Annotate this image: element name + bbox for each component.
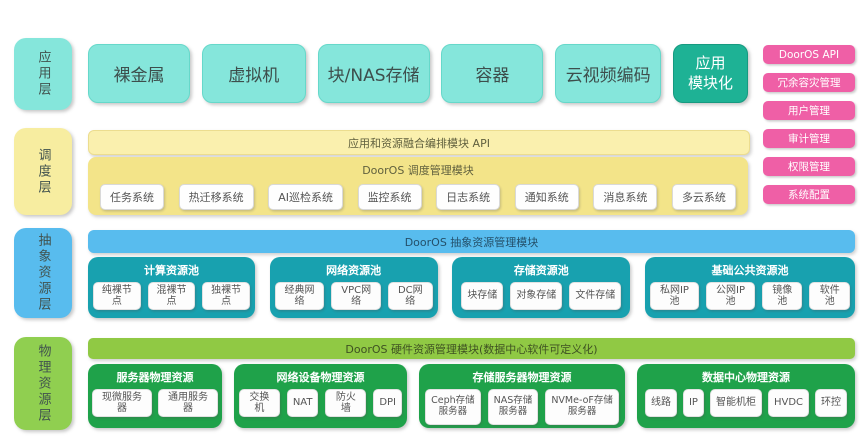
layer-label-abstract-resource: 抽象资源层 bbox=[14, 228, 72, 318]
pool-chip-nvmeof-storage-server: NVMe-oF存储 服务器 bbox=[545, 389, 619, 425]
pool-datacenter-physical-title: 数据中心物理资源 bbox=[702, 371, 790, 384]
pool-chip-public-ip-pool: 公网IP池 bbox=[705, 282, 755, 310]
system-chip-log: 日志系统 bbox=[436, 184, 501, 210]
system-chip-task: 任务系统 bbox=[100, 184, 164, 210]
mgmt-item-permission-management: 权限管理 bbox=[763, 157, 855, 176]
pool-server-physical-title: 服务器物理资源 bbox=[116, 371, 194, 384]
scheduling-module-title: DoorOS 调度管理模块 bbox=[362, 164, 474, 177]
pool-basic-public: 基础公共资源池 私网IP池 公网IP池 镜像池 软件池 bbox=[644, 257, 855, 318]
pool-chip-mixed-bare-node: 混裸节点 bbox=[147, 282, 196, 310]
layer-label-scheduling-text: 调度层 bbox=[35, 147, 51, 196]
pool-server-physical: 服务器物理资源 现微服务器 通用服务器 bbox=[88, 364, 222, 428]
layer-label-physical-resource-text: 物理资源层 bbox=[35, 343, 51, 424]
mgmt-item-redundancy-dr: 冗余容灾管理 bbox=[763, 73, 855, 92]
app-box-bare-metal: 裸金属 bbox=[88, 44, 190, 103]
system-chip-hot-migration: 热迁移系统 bbox=[178, 184, 254, 210]
scheduling-module: DoorOS 调度管理模块 任务系统 热迁移系统 AI巡检系统 监控系统 日志系… bbox=[88, 157, 748, 215]
layer-label-scheduling: 调度层 bbox=[14, 128, 72, 215]
mgmt-item-dooros-api: DoorOS API bbox=[763, 45, 855, 64]
abstract-pools-row: 计算资源池 纯裸节点 混裸节点 独裸节点 网络资源池 经典网络 VPC网络 DC… bbox=[88, 257, 855, 318]
pool-chip-ip: IP bbox=[682, 389, 704, 417]
application-layer-row: 裸金属 虚拟机 块/NAS存储 容器 云视频编码 应用 模块化 bbox=[88, 44, 748, 103]
pool-chip-hvdc: HVDC bbox=[767, 389, 810, 417]
management-panel: DoorOS API 冗余容灾管理 用户管理 审计管理 权限管理 系统配置 bbox=[763, 45, 855, 204]
app-box-application-modularization: 应用 模块化 bbox=[672, 44, 748, 103]
abstract-resource-bar: DoorOS 抽象资源管理模块 bbox=[88, 230, 855, 253]
pool-chip-block-storage: 块存储 bbox=[461, 282, 504, 310]
app-box-cloud-video-encoding: 云视频编码 bbox=[555, 44, 662, 103]
app-box-block-nas-storage: 块/NAS存储 bbox=[317, 44, 430, 103]
pool-chip-pure-bare-node: 纯裸节点 bbox=[93, 282, 141, 310]
layer-label-physical-resource: 物理资源层 bbox=[14, 337, 72, 430]
pool-basic-public-title: 基础公共资源池 bbox=[711, 264, 789, 277]
pool-chip-general-server: 通用服务器 bbox=[158, 389, 218, 417]
pool-chip-firewall: 防火墙 bbox=[325, 389, 367, 417]
mgmt-item-user-management: 用户管理 bbox=[763, 101, 855, 120]
pool-storage: 存储资源池 块存储 对象存储 文件存储 bbox=[452, 257, 631, 318]
pool-compute: 计算资源池 纯裸节点 混裸节点 独裸节点 bbox=[88, 257, 255, 318]
pool-chip-file-storage: 文件存储 bbox=[569, 282, 622, 310]
pool-datacenter-physical: 数据中心物理资源 线路 IP 智能机柜 HVDC 环控 bbox=[637, 364, 855, 428]
pool-chip-object-storage: 对象存储 bbox=[510, 282, 563, 310]
pool-network: 网络资源池 经典网络 VPC网络 DC网络 bbox=[269, 257, 438, 318]
layer-label-application: 应用层 bbox=[14, 38, 72, 110]
pool-compute-title: 计算资源池 bbox=[144, 264, 199, 277]
orchestration-api-bar: 应用和资源融合编排模块 API bbox=[88, 130, 750, 155]
pool-chip-micro-server: 现微服务器 bbox=[92, 389, 152, 417]
pool-storage-server-physical: 存储服务器物理资源 Ceph存储 服务器 NAS存储 服务器 NVMe-oF存储… bbox=[419, 364, 625, 428]
pool-network-device-physical-title: 网络设备物理资源 bbox=[276, 371, 365, 384]
system-chip-ai-inspection: AI巡检系统 bbox=[268, 184, 343, 210]
system-chip-monitoring: 监控系统 bbox=[357, 184, 422, 210]
layer-label-application-text: 应用层 bbox=[35, 50, 51, 98]
pool-network-device-physical: 网络设备物理资源 交换机 NAT 防火墙 DPI bbox=[234, 364, 407, 428]
physical-resource-bar: DoorOS 硬件资源管理模块(数据中心软件可定义化) bbox=[88, 338, 855, 359]
pool-chip-line: 线路 bbox=[644, 389, 677, 417]
app-box-container: 容器 bbox=[441, 44, 544, 103]
mgmt-item-audit-management: 审计管理 bbox=[763, 129, 855, 148]
pool-chip-ceph-storage-server: Ceph存储 服务器 bbox=[425, 389, 481, 425]
pool-chip-software-pool: 软件池 bbox=[809, 282, 850, 310]
pool-chip-image-pool: 镜像池 bbox=[762, 282, 803, 310]
pool-chip-smart-cabinet: 智能机柜 bbox=[709, 389, 762, 417]
pool-chip-classic-network: 经典网络 bbox=[274, 282, 325, 310]
app-box-virtual-machine: 虚拟机 bbox=[201, 44, 306, 103]
system-chip-multicloud: 多云系统 bbox=[671, 184, 736, 210]
pool-chip-nas-storage-server: NAS存储 服务器 bbox=[487, 389, 539, 425]
pool-chip-switch: 交换机 bbox=[239, 389, 280, 417]
system-chip-message: 消息系统 bbox=[593, 184, 658, 210]
pool-chip-exclusive-bare-node: 独裸节点 bbox=[202, 282, 251, 310]
physical-pools-row: 服务器物理资源 现微服务器 通用服务器 网络设备物理资源 交换机 NAT 防火墙… bbox=[88, 364, 855, 428]
system-chip-notification: 通知系统 bbox=[514, 184, 579, 210]
pool-chip-dpi: DPI bbox=[373, 389, 402, 417]
pool-network-title: 网络资源池 bbox=[326, 264, 382, 277]
pool-storage-server-physical-title: 存储服务器物理资源 bbox=[472, 371, 572, 384]
scheduling-systems-row: 任务系统 热迁移系统 AI巡检系统 监控系统 日志系统 通知系统 消息系统 多云… bbox=[88, 178, 748, 210]
layer-label-abstract-resource-text: 抽象资源层 bbox=[35, 233, 51, 313]
mgmt-item-system-config: 系统配置 bbox=[763, 185, 855, 204]
pool-chip-dc-network: DC网络 bbox=[387, 282, 433, 310]
pool-chip-private-ip-pool: 私网IP池 bbox=[649, 282, 699, 310]
pool-storage-title: 存储资源池 bbox=[513, 264, 569, 277]
pool-chip-vpc-network: VPC网络 bbox=[331, 282, 381, 310]
pool-chip-nat: NAT bbox=[286, 389, 319, 417]
pool-chip-env-control: 环控 bbox=[815, 389, 848, 417]
